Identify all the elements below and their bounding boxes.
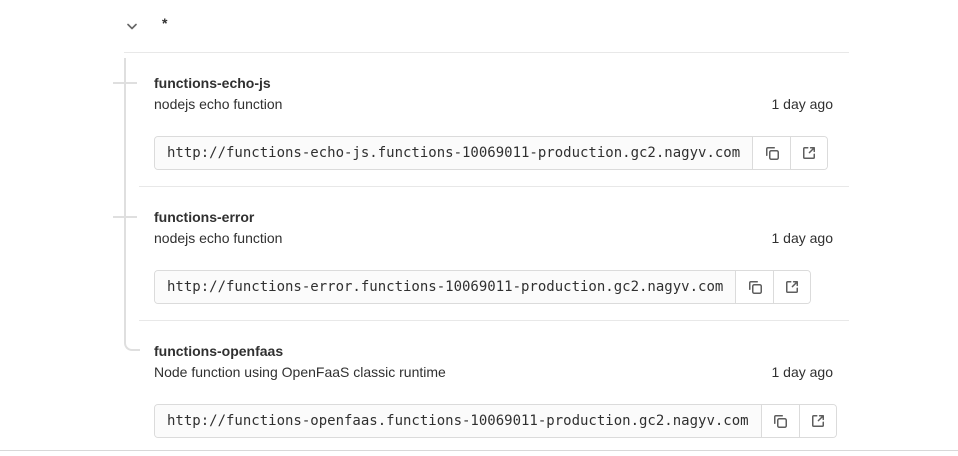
chevron-down-icon [124,18,140,34]
tree-branch-line [113,82,137,84]
function-updated-timestamp: 1 day ago [771,230,834,246]
function-description: nodejs echo function [154,230,283,246]
open-url-button[interactable] [790,137,828,169]
tree-rail-line [124,58,126,336]
function-list-item: functions-echo-js nodejs echo function 1… [154,73,833,170]
tree-corner-line [124,336,140,351]
copy-url-button[interactable] [736,271,774,303]
entry-divider [139,186,849,187]
external-link-icon [810,413,826,429]
copy-icon [764,145,780,161]
function-url-group: http://functions-echo-js.functions-10069… [154,136,829,170]
external-link-icon [801,145,817,161]
entry-divider [139,320,849,321]
page-bottom-divider [0,450,958,451]
function-url-field[interactable]: http://functions-echo-js.functions-10069… [155,137,754,169]
function-url-field[interactable]: http://functions-openfaas.functions-1006… [155,405,762,437]
function-name: functions-openfaas [154,343,284,359]
copy-icon [772,413,788,429]
function-name: functions-error [154,209,255,225]
copy-url-button[interactable] [753,137,791,169]
function-updated-timestamp: 1 day ago [771,364,834,380]
function-url-group: http://functions-openfaas.functions-1006… [154,404,837,438]
copy-icon [747,279,763,295]
function-description: Node function using OpenFaaS classic run… [154,364,446,380]
section-collapse-toggle[interactable] [120,14,144,38]
function-url-field[interactable]: http://functions-error.functions-1006901… [155,271,737,303]
copy-url-button[interactable] [761,405,799,437]
function-url-group: http://functions-error.functions-1006901… [154,270,812,304]
tree-branch-line [113,216,137,218]
open-url-button[interactable] [773,271,811,303]
function-name: functions-echo-js [154,75,271,91]
section-divider [124,52,849,53]
function-updated-timestamp: 1 day ago [771,96,834,112]
function-list-item: functions-openfaas Node function using O… [154,341,837,438]
function-list-item: functions-error nodejs echo function 1 d… [154,207,833,304]
external-link-icon [784,279,800,295]
function-description: nodejs echo function [154,96,283,112]
section-scope-label: * [162,15,168,31]
open-url-button[interactable] [798,405,836,437]
